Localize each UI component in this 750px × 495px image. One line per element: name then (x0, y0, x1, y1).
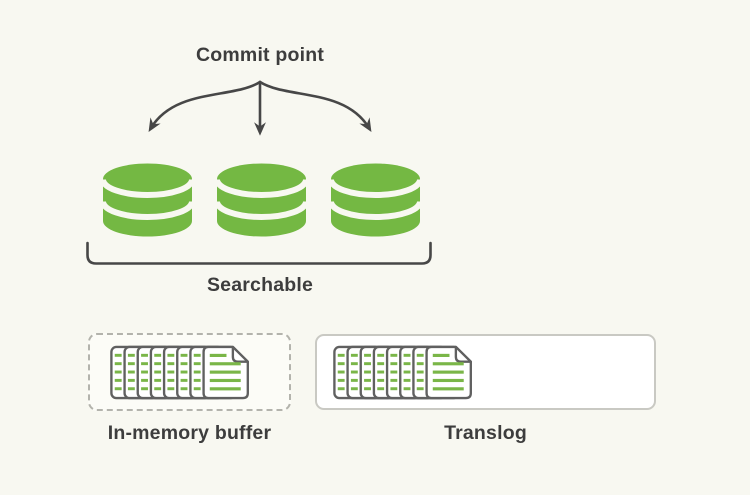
database-icon (331, 163, 420, 237)
segment-group (103, 163, 420, 237)
in-memory-buffer-box (88, 333, 291, 411)
document-stack-icon (110, 345, 249, 400)
commit-point-label: Commit point (195, 44, 325, 66)
document-stack-icon (333, 345, 472, 400)
database-icon (103, 163, 192, 237)
translog-box (315, 334, 656, 410)
arrow-left (148, 80, 262, 133)
searchable-label: Searchable (206, 274, 314, 296)
translog-label: Translog (444, 422, 527, 444)
in-memory-buffer-label: In-memory buffer (107, 422, 272, 444)
group-bracket (86, 241, 432, 265)
database-icon (217, 163, 306, 237)
commit-point-arrows (148, 80, 372, 136)
arrow-right (258, 80, 372, 133)
